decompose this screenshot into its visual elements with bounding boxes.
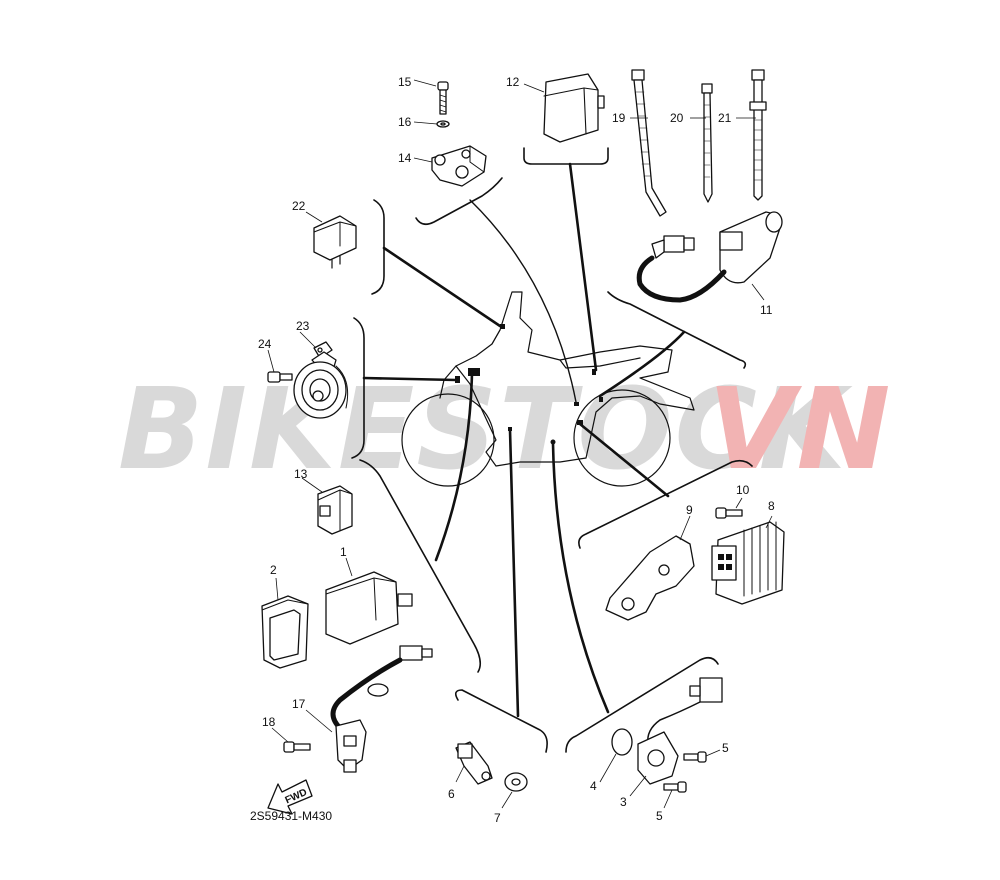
callout-10: 10 <box>736 483 750 497</box>
callout-12: 12 <box>506 75 520 89</box>
watermark-main: BIKESTOCK <box>118 365 853 495</box>
parts-19-20-21-cable-ties <box>630 69 767 217</box>
callout-14: 14 <box>398 151 412 165</box>
callout-labels: 15 16 14 12 19 20 21 22 11 23 24 13 10 8… <box>258 75 775 825</box>
watermark: BIKESTOCK VN <box>118 365 892 495</box>
leader-lines <box>351 147 753 753</box>
diagram-code: 2S59431-M430 <box>250 809 332 823</box>
part-17-18-sensor-harness <box>271 645 433 773</box>
part-12-relay <box>523 73 605 143</box>
part-13-relay <box>301 477 353 535</box>
callout-8: 8 <box>768 499 775 513</box>
callout-17: 17 <box>292 697 306 711</box>
callout-9: 9 <box>686 503 693 517</box>
callout-6: 6 <box>448 787 455 801</box>
motorcycle-outline <box>401 291 695 487</box>
callout-16: 16 <box>398 115 412 129</box>
callout-13: 13 <box>294 467 308 481</box>
part-6-7-sensor-washer <box>455 741 528 809</box>
callout-7: 7 <box>494 811 501 825</box>
callout-21: 21 <box>718 111 732 125</box>
callout-5b: 5 <box>656 809 663 823</box>
part-11-sensor-lead <box>636 211 783 303</box>
callout-20: 20 <box>670 111 684 125</box>
part-3-4-5-sensor <box>599 677 723 809</box>
callout-2: 2 <box>270 563 277 577</box>
callout-23: 23 <box>296 319 310 333</box>
callout-19: 19 <box>612 111 626 125</box>
fwd-arrow-icon: FWD <box>267 779 313 815</box>
callout-3: 3 <box>620 795 627 809</box>
part-23-24-horn <box>267 331 349 419</box>
callout-4: 4 <box>590 779 597 793</box>
watermark-accent: VN <box>708 365 892 495</box>
part-8-9-10-regulator <box>605 497 785 621</box>
part-2-cover <box>261 577 309 669</box>
part-1-control-unit <box>325 557 413 645</box>
callout-11: 11 <box>760 303 773 317</box>
callout-22: 22 <box>292 199 306 213</box>
part-22-relay <box>305 211 357 269</box>
callout-24: 24 <box>258 337 272 351</box>
callout-18: 18 <box>262 715 276 729</box>
callout-1: 1 <box>340 545 347 559</box>
part-14-15-16-bracket-bolt <box>413 79 487 187</box>
callout-5a: 5 <box>722 741 729 755</box>
callout-15: 15 <box>398 75 412 89</box>
